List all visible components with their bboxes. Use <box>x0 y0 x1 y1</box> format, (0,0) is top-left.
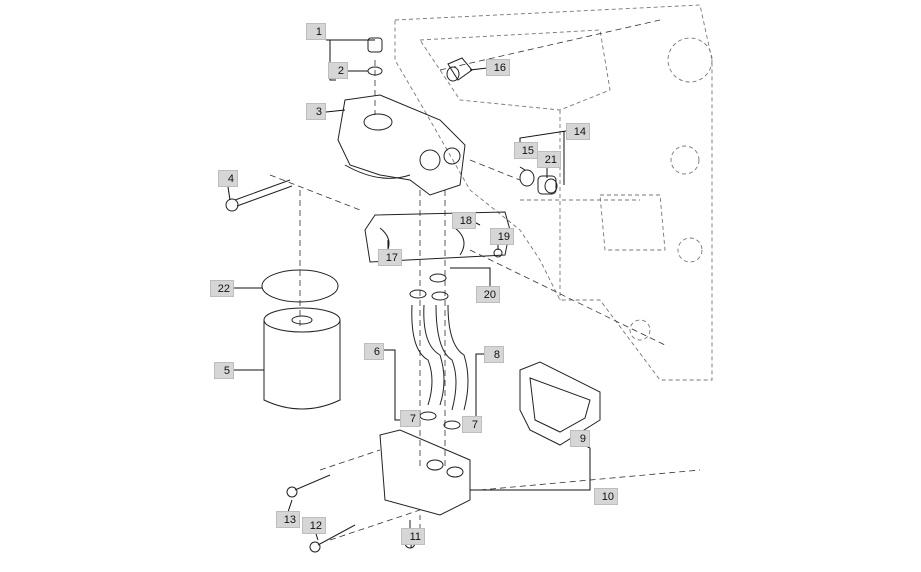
callout-5[interactable]: 5 <box>214 362 234 379</box>
callout-20[interactable]: 20 <box>476 286 500 303</box>
bolt-part <box>225 179 293 212</box>
callout-6[interactable]: 6 <box>364 343 384 360</box>
o-ring-part <box>519 169 535 187</box>
callout-9[interactable]: 9 <box>570 430 590 447</box>
callout-13[interactable]: 13 <box>276 511 300 528</box>
adapter-block-part <box>379 429 471 516</box>
callout-19[interactable]: 19 <box>490 228 514 245</box>
plug-part <box>367 37 383 76</box>
callout-4[interactable]: 4 <box>218 170 238 187</box>
callout-21[interactable]: 21 <box>537 151 561 168</box>
plug-21-part <box>537 175 558 195</box>
callout-22[interactable]: 22 <box>210 280 234 297</box>
callout-1[interactable]: 1 <box>306 23 326 40</box>
callout-3[interactable]: 3 <box>306 103 326 120</box>
callout-11[interactable]: 11 <box>401 528 425 545</box>
callout-16[interactable]: 16 <box>486 59 510 76</box>
gasket-part <box>261 269 339 303</box>
assembly-guide-lines <box>269 19 701 541</box>
leader-lines <box>227 39 591 549</box>
filter-head-part <box>337 94 466 196</box>
callout-10[interactable]: 10 <box>594 488 618 505</box>
callout-7[interactable]: 7 <box>462 416 482 433</box>
callout-12[interactable]: 12 <box>302 517 326 534</box>
callout-14[interactable]: 14 <box>566 123 590 140</box>
engine-block <box>394 4 713 381</box>
callout-18[interactable]: 18 <box>452 212 476 229</box>
bolts-part <box>286 474 416 553</box>
callout-8[interactable]: 8 <box>484 346 504 363</box>
bushing-part <box>446 57 473 82</box>
callout-15[interactable]: 15 <box>514 142 538 159</box>
oil-tubes-part <box>409 273 469 430</box>
oil-filter-part <box>263 307 341 410</box>
callout-7[interactable]: 7 <box>400 410 420 427</box>
callout-2[interactable]: 2 <box>328 62 348 79</box>
callout-17[interactable]: 17 <box>378 249 402 266</box>
